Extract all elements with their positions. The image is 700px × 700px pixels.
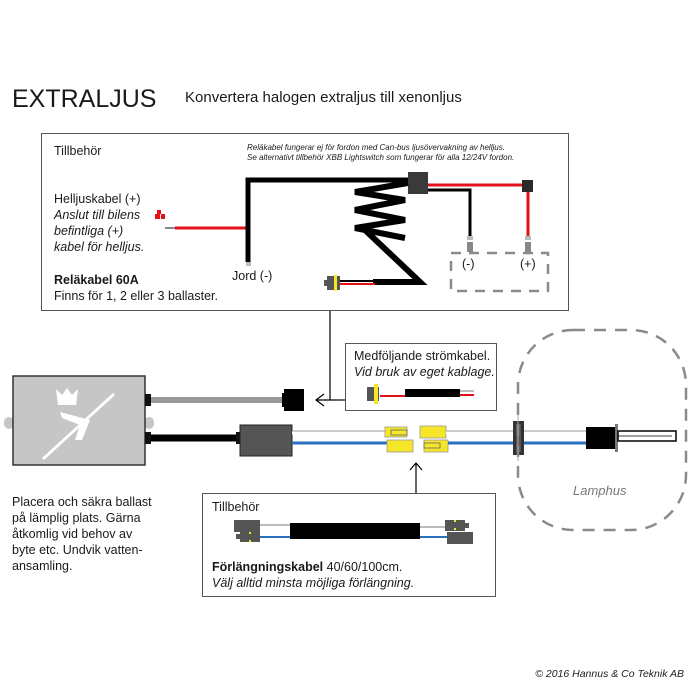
relay-note-line-2: Se alternativt tillbehör XBB Lightswitch… [247, 153, 515, 162]
minus-terminal [467, 242, 473, 252]
extension-title-rest: 40/60/100cm. [323, 560, 403, 574]
lamp-housing-outline [516, 328, 688, 532]
relay-note-line-1: Reläkabel fungerar ej för fordon med Can… [247, 143, 505, 152]
ballast-note-4: byte etc. Undvik vatten- [12, 543, 143, 557]
igniter-neck [236, 432, 242, 444]
power-cable-icon [367, 384, 474, 404]
coiled-cable [354, 180, 428, 285]
ballast-note-2: på lämplig plats. Gärna [12, 511, 141, 525]
lamp-housing-label: Lamphus [573, 483, 627, 498]
extension-title-bold: Förlängningskabel [212, 560, 324, 574]
ground-black-wire [245, 177, 412, 262]
yellow-connector-female-top [419, 425, 447, 439]
minus-black-wire [428, 188, 472, 236]
igniter-module [239, 424, 293, 457]
ballast-port-bottom [145, 432, 151, 444]
fuse-holder [522, 180, 533, 192]
relay-block [408, 172, 428, 194]
power-cable-line-1: Medföljande strömkabel. [354, 349, 491, 363]
highbeam-desc-1: Anslut till bilens [54, 208, 141, 222]
pointer-arrowhead-left [315, 393, 325, 407]
extension-cable-icon [234, 520, 473, 544]
page-subtitle: Konvertera halogen extraljus till xenonl… [185, 89, 462, 106]
plus-terminal-top [525, 236, 531, 240]
highbeam-connector [155, 210, 165, 219]
ballast-logo-icon [42, 388, 115, 460]
terminal-plus-label: (+) [520, 257, 536, 271]
ballast-note-1: Placera och säkra ballast [12, 495, 152, 509]
extension-title: Förlängningskabel 40/60/100cm. [212, 559, 402, 575]
minus-terminal-top [467, 236, 473, 240]
highbeam-label: Helljuskabel (+) [54, 192, 141, 206]
ground-terminal [246, 262, 251, 266]
highbeam-desc-3: kabel för helljus. [54, 240, 145, 254]
extension-desc: Välj alltid minsta möjliga förlängning. [212, 576, 415, 590]
terminal-minus-label: (-) [462, 257, 475, 271]
page-title: EXTRALJUS [12, 85, 157, 113]
xenon-bulb [617, 430, 677, 442]
relay-box-heading: Tillbehör [54, 144, 102, 158]
bulb-base [586, 427, 616, 449]
ballast-dashed-outline [449, 251, 550, 293]
ballast-note-5: ansamling. [12, 559, 73, 573]
relay-desc: Finns för 1, 2 eller 3 ballaster. [54, 289, 218, 303]
yellow-connector-male-top [384, 426, 408, 438]
plus-terminal [525, 242, 531, 252]
ballast-port-top [145, 394, 151, 406]
coil-connector [324, 275, 340, 291]
copyright-footer: © 2016 Hannus & Co Teknik AB [535, 668, 684, 680]
relay-title: Reläkabel 60A [54, 273, 139, 287]
yellow-connector-male-bottom [423, 439, 449, 453]
ground-label: Jord (-) [232, 269, 273, 283]
relay-accessory-box [41, 133, 569, 311]
extension-pointer-arrowhead [409, 462, 423, 471]
bulb-flange [615, 424, 618, 452]
power-cable-line-2: Vid bruk av eget kablage. [354, 365, 495, 379]
extension-box-heading: Tillbehör [212, 500, 260, 514]
relay-pointer-line [316, 311, 331, 401]
highbeam-desc-2: befintliga (+) [54, 224, 124, 238]
yellow-connector-female-bottom [386, 439, 414, 453]
extension-accessory-box [202, 493, 496, 597]
ballast-power-connector [282, 389, 304, 411]
ballast-note-3: åtkomlig vid behov av [12, 527, 133, 541]
